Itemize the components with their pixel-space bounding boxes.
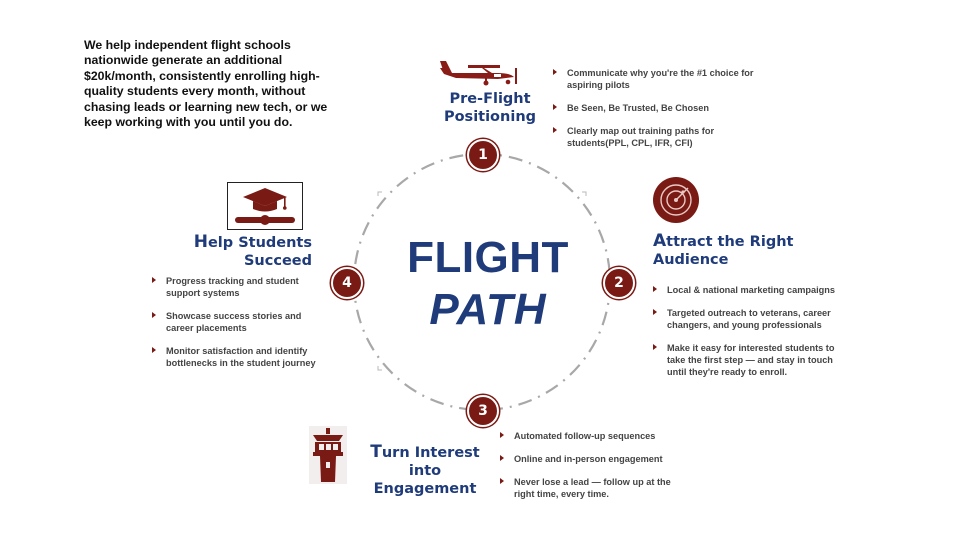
stage-3-title-line2: Engagement	[373, 481, 477, 497]
stage-4-title-cap: H	[193, 232, 208, 252]
radar-icon	[653, 177, 699, 223]
bullet-item: Monitor satisfaction and identify bottle…	[152, 345, 322, 369]
intro-text: We help independent flight schools natio…	[84, 38, 328, 130]
step-badge-4: 4	[331, 267, 363, 299]
bullet-item: Showcase success stories and career plac…	[152, 310, 322, 334]
stage-3-title-cap: T	[370, 442, 382, 462]
step-badge-2: 2	[603, 267, 635, 299]
bullet-item: Never lose a lead — follow up at the rig…	[500, 476, 690, 500]
center-title-line2: PATH	[429, 285, 547, 334]
control-tower-icon	[309, 426, 347, 484]
stage-2-title-cap: A	[653, 231, 667, 251]
graduation-cap-icon	[227, 182, 303, 230]
stage-1-title-line2: Positioning	[443, 109, 537, 125]
stage-3-title: Turn Interest into Engagement	[355, 443, 495, 498]
bullet-item: Targeted outreach to veterans, career ch…	[653, 307, 843, 331]
stage-1-bullets: Communicate why you're the #1 choice for…	[553, 67, 768, 160]
stage-2-title: Attract the Right Audience	[653, 232, 813, 269]
stage-2-title-line2: Audience	[653, 252, 729, 268]
bullet-item: Local & national marketing campaigns	[653, 284, 843, 296]
stage-2-title-rest: ttract the Right	[666, 234, 794, 250]
bullet-item: Automated follow-up sequences	[500, 430, 690, 442]
bullet-item: Communicate why you're the #1 choice for…	[553, 67, 768, 91]
stage-2-bullets: Local & national marketing campaigns Tar…	[653, 284, 843, 389]
airplane-icon	[440, 61, 517, 86]
bullet-item: Make it easy for interested students to …	[653, 342, 843, 378]
stage-1-title-line1: Pre-Flight	[449, 91, 531, 107]
stage-4-title-rest: elp Students	[207, 235, 312, 251]
stage-4-bullets: Progress tracking and student support sy…	[152, 275, 322, 380]
stage-3-title-rest: urn Interest into	[381, 445, 480, 479]
step-badge-1: 1	[467, 139, 499, 171]
bullet-item: Clearly map out training paths for stude…	[553, 125, 768, 149]
stage-4-title: Help Students Succeed	[190, 233, 312, 270]
stage-1-title: Pre-Flight Positioning	[440, 90, 540, 126]
step-badge-3: 3	[467, 395, 499, 427]
center-title: FLIGHT PATH	[388, 232, 588, 336]
stage-3-bullets: Automated follow-up sequences Online and…	[500, 430, 690, 511]
bullet-item: Be Seen, Be Trusted, Be Chosen	[553, 102, 768, 114]
bullet-item: Online and in-person engagement	[500, 453, 690, 465]
center-title-line1: FLIGHT	[407, 233, 569, 282]
stage-4-title-line2: Succeed	[243, 253, 312, 269]
bullet-item: Progress tracking and student support sy…	[152, 275, 322, 299]
